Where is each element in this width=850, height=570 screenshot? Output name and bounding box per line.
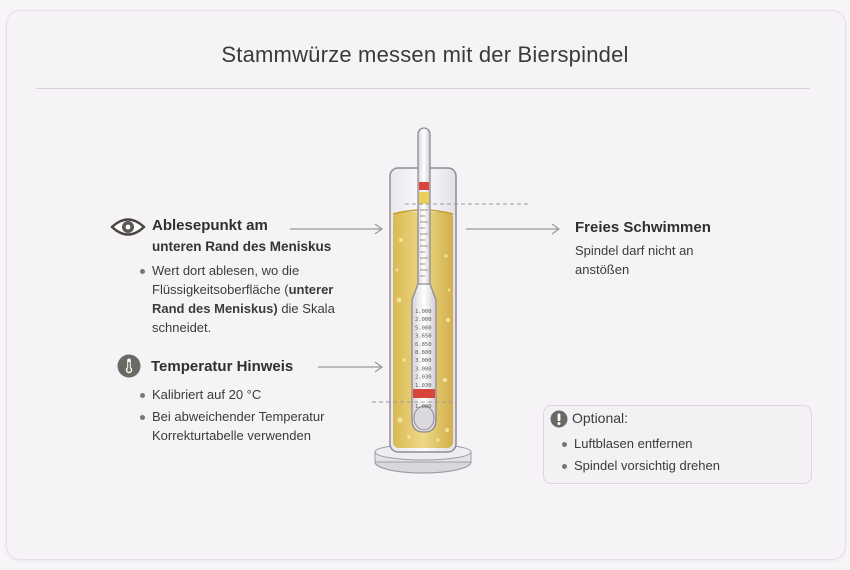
title-divider [36,88,810,89]
stem-red-band [419,182,429,190]
bullet-text-line1: Wert dort ablesen, wo die [152,263,300,278]
optional-bullet-1: Luftblasen entfernen [560,434,804,453]
body-red-band [413,389,435,398]
temperature-bullet-2-line1: Bei abweichender Temperatur [152,409,325,424]
eye-icon [110,218,146,236]
spindle-weight [413,405,435,431]
bullet-bold-unterer: unterer [288,282,334,297]
bullet-text-line4: schneidet. [152,320,212,335]
temperature-bullet-2-line2: Korrekturtabelle verwenden [152,428,311,443]
optional-bullet-2: Spindel vorsichtig drehen [560,456,804,475]
info-icon [550,410,568,428]
scale-label: 2.000 [415,317,432,323]
floating-text-line1: Spindel darf nicht an [575,243,694,258]
scale-label: 6.850 [415,342,432,348]
temperature-heading: Temperatur Hinweis [151,358,294,375]
bullet-text-line3: die Skala [277,301,335,316]
temperature-bullet-2: Bei abweichender Temperatur Korrekturtab… [138,407,392,445]
reading-point-heading: Ablesepunkt am [152,217,268,234]
scale-label: 1.000 [415,309,432,315]
scale-label: 1.030 [415,383,432,389]
scale-label: 8.800 [415,350,432,356]
bullet-text-line2: Flüssigkeitsoberfläche ( [152,282,289,297]
scale-label: 3.000 [415,358,432,364]
reading-point-subheading: unteren Rand des Meniskus [152,239,332,254]
scale-label: 5.000 [415,325,432,331]
thermometer-icon [117,354,141,378]
scale-label: 2.030 [415,375,432,381]
page-title: Stammwürze messen mit der Bierspindel [221,42,629,67]
scale-label: 3.650 [415,334,432,340]
reading-point-bullet: Wert dort ablesen, wo die Flüssigkeitsob… [138,261,392,337]
scale-bottom-label: 1.000 [415,404,432,410]
floating-heading: Freies Schwimmen [575,219,711,236]
bullet-bold-rand: Rand des Meniskus) [152,301,278,316]
stem-ticks [420,209,428,277]
temperature-bullet-1: Kalibriert auf 20 °C [138,385,392,404]
spindle-scale: 1.000 2.000 5.000 3.650 6.850 8.800 3.000 3.000… [415,309,432,410]
optional-box [543,405,812,484]
bubbles [395,238,451,442]
floating-text-line2: anstößen [575,262,630,277]
scale-label: 3.000 [415,366,432,372]
optional-heading: Optional: [572,410,629,426]
floating-text: Spindel darf nicht an anstößen [575,241,775,279]
